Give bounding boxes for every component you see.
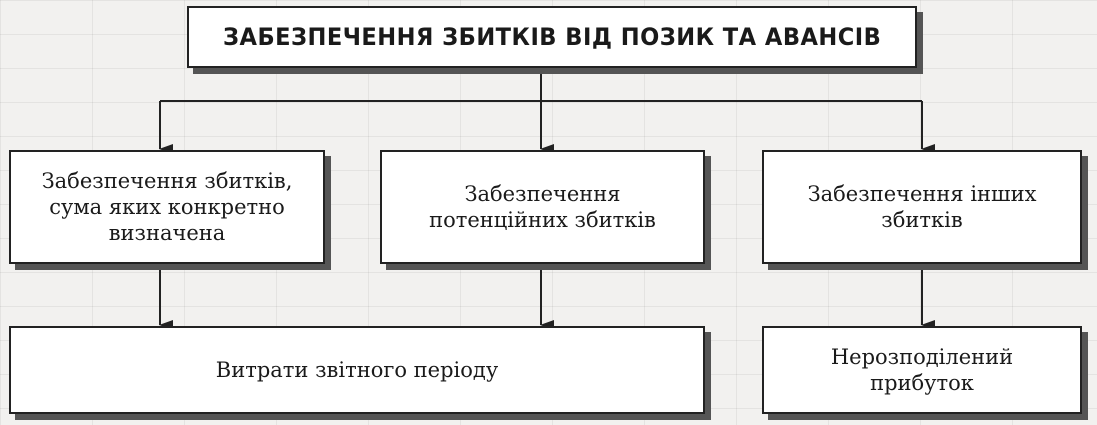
category-box-specific-losses: Забезпечення збитків, сума яких конкретн… [9, 150, 325, 264]
result-label: Нерозподілений прибуток [830, 344, 1014, 395]
category-box-other-losses: Забезпечення інших збитків [762, 150, 1082, 264]
title-box: ЗАБЕЗПЕЧЕННЯ ЗБИТКІВ ВІД ПОЗИК ТА АВАНСІ… [187, 6, 917, 68]
result-box-retained-earnings: Нерозподілений прибуток [762, 326, 1082, 414]
category-label: Забезпечення інших збитків [807, 181, 1037, 232]
category-box-potential-losses: Забезпечення потенційних збитків [380, 150, 705, 264]
result-label: Витрати звітного періоду [215, 357, 499, 382]
category-label: Забезпечення збитків, сума яких конкретн… [41, 168, 293, 246]
diagram-title: ЗАБЕЗПЕЧЕННЯ ЗБИТКІВ ВІД ПОЗИК ТА АВАНСІ… [222, 23, 882, 51]
category-label: Забезпечення потенційних збитків [429, 181, 656, 232]
result-box-period-expenses: Витрати звітного періоду [9, 326, 705, 414]
